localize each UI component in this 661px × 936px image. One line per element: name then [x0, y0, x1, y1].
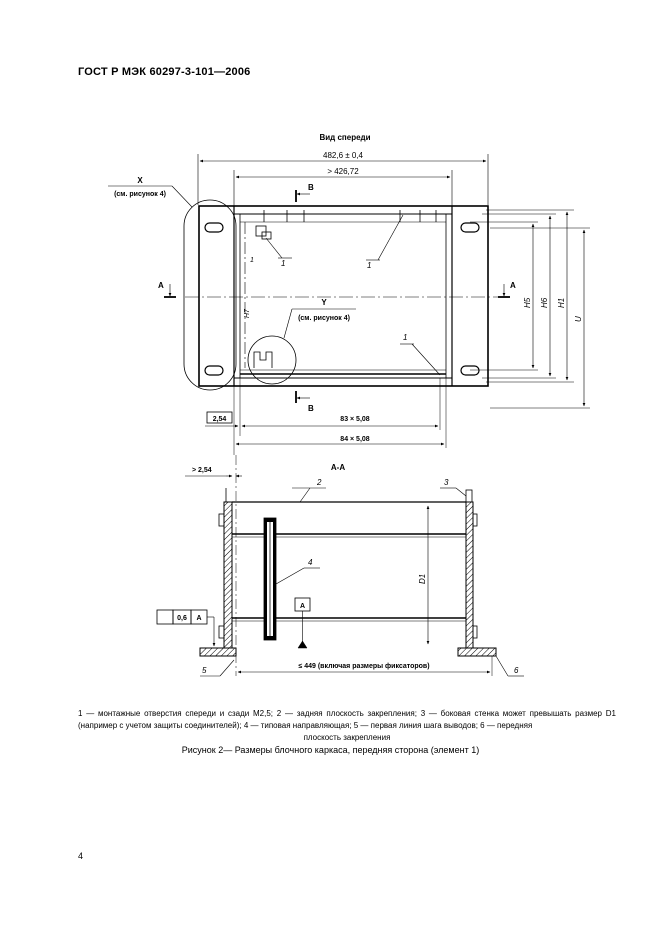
leader-5: 5 — [202, 666, 207, 675]
figure-legend: 1 — монтажные отверстия спереди и сзади … — [78, 708, 616, 744]
dim-overall-width: 482,6 ± 0,4 — [323, 151, 364, 160]
leader-1-b: 1 — [367, 261, 371, 270]
dim-pitch-84: 84 × 5,08 — [340, 436, 369, 443]
dim-offset: > 2,54 — [192, 467, 212, 474]
front-view: Вид спереди 482,6 ± 0,4 > 426,72 — [108, 133, 590, 455]
dim-h7: H7 — [244, 308, 251, 318]
section-b-bottom-label: B — [308, 404, 314, 413]
tolerance-value: 0,6 — [177, 615, 187, 622]
section-view-title: A-A — [331, 463, 345, 472]
dim-pitch-first: 2,54 — [213, 416, 227, 423]
detail-y-ref: (см. рисунок 4) — [298, 315, 350, 322]
section-view: A-A > 2,54 D1 A — [156, 455, 524, 677]
document-header: ГОСТ Р МЭК 60297-3-101—2006 — [78, 66, 251, 78]
page-number: 4 — [78, 851, 84, 861]
leader-3: 3 — [444, 478, 449, 487]
leader-4: 4 — [308, 558, 313, 567]
tolerance-datum: A — [196, 615, 201, 622]
leader-1-d: 1 — [250, 257, 254, 264]
dim-h6: H6 — [540, 297, 549, 308]
section-a-right-label: A — [510, 281, 516, 290]
dim-inner-width: > 426,72 — [327, 167, 359, 176]
detail-x-ref: (см. рисунок 4) — [114, 191, 166, 198]
leader-1-a: 1 — [281, 259, 285, 268]
leader-6: 6 — [514, 666, 519, 675]
section-b-top-label: B — [308, 183, 314, 192]
leader-1-c: 1 — [403, 333, 407, 342]
dim-u: U — [574, 316, 583, 322]
dim-pitch-83: 83 × 5,08 — [340, 416, 369, 423]
front-view-title: Вид спереди — [319, 133, 370, 142]
leader-2: 2 — [316, 478, 322, 487]
figure-caption: Рисунок 2— Размеры блочного каркаса, пер… — [181, 745, 480, 755]
dim-h5: H5 — [523, 297, 532, 308]
dim-d1: D1 — [418, 574, 427, 584]
legend-text: 1 — монтажные отверстия спереди и сзади … — [78, 709, 616, 730]
dim-h1: H1 — [557, 298, 566, 308]
datum-a: A — [300, 603, 305, 610]
detail-x-letter: X — [137, 176, 143, 185]
detail-y-letter: Y — [321, 298, 327, 307]
section-a-left-label: A — [158, 281, 164, 290]
legend-tail: плоскость закрепления — [303, 733, 391, 742]
dim-depth: ≤ 449 (включая размеры фиксаторов) — [298, 663, 429, 670]
